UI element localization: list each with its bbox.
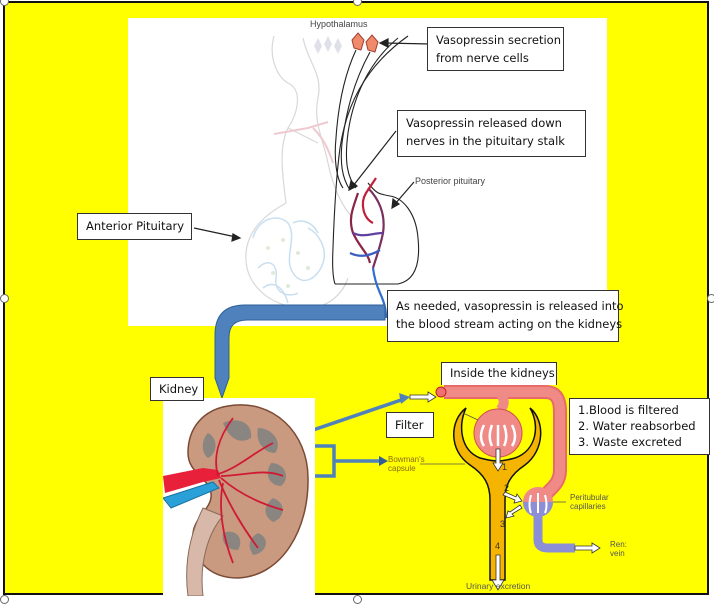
callout-filter: Filter bbox=[386, 412, 434, 438]
bent-arrow-to-kidney bbox=[214, 304, 386, 400]
callout-steps: 1.Blood is filtered 2. Water reabsorbed … bbox=[569, 398, 710, 455]
afferent-arteriole-end bbox=[435, 386, 447, 398]
resize-handle-left[interactable] bbox=[0, 294, 9, 303]
step-item: 3. Waste excreted bbox=[578, 435, 682, 449]
peritubular-label-line-1: Peritubular bbox=[570, 493, 609, 502]
callout-line: Vasopressin secretion bbox=[436, 33, 561, 47]
posterior-pituitary-label: Posterior pituitary bbox=[415, 176, 486, 186]
peritubular-label-line-2: capillaries bbox=[570, 502, 606, 511]
kidney-illustration bbox=[162, 404, 309, 597]
step-numbers: 1 2 3 4 bbox=[495, 462, 509, 551]
callout-anterior-pituitary: Anterior Pituitary bbox=[77, 213, 192, 240]
renal-vein bbox=[162, 481, 220, 509]
renal-vein-label-line-1: Ren: bbox=[610, 540, 627, 549]
step-number-3: 3 bbox=[500, 519, 505, 529]
callout-line: the blood stream acting on the kidneys bbox=[396, 317, 623, 331]
resize-handle-top-left[interactable] bbox=[0, 0, 9, 6]
callout-vasopressin-released: Vasopressin released down nerves in the … bbox=[397, 110, 586, 157]
flow-arrows bbox=[409, 391, 601, 591]
pituitary-stalk-nerves bbox=[332, 35, 420, 285]
peritubular-loops bbox=[528, 493, 548, 514]
bowmans-label-line-2: capsule bbox=[388, 464, 416, 473]
bowmans-label-line-1: Bowman's bbox=[388, 455, 425, 464]
kidney-image-panel bbox=[162, 398, 315, 597]
callout-inside-kidneys: Inside the kidneys bbox=[441, 362, 557, 385]
urinary-excretion-label: Urinary excretion bbox=[466, 581, 531, 591]
pituitary-illustration: Hypothalamus bbox=[193, 19, 486, 319]
anterior-capillaries bbox=[252, 217, 325, 304]
bowmans-capsule-label: Bowman's capsule bbox=[388, 455, 425, 473]
step-number-4: 4 bbox=[495, 541, 500, 551]
hypothalamus-neurons bbox=[351, 32, 379, 53]
faded-neurons bbox=[314, 36, 342, 54]
step-item: 1.Blood is filtered bbox=[578, 403, 679, 417]
peritubular-capillaries-label: Peritubular capillaries bbox=[570, 493, 609, 511]
anterior-cells bbox=[266, 238, 310, 288]
connector-arrowhead-bowman bbox=[379, 456, 388, 466]
renal-artery bbox=[163, 468, 221, 493]
callout-line: As needed, vasopressin is released into bbox=[396, 299, 624, 313]
renal-vein-label-line-2: vein bbox=[610, 549, 625, 558]
kidney-pyramids bbox=[202, 420, 286, 555]
step-item: 2. Water reabsorbed bbox=[578, 419, 696, 433]
pituitary-pointer-arrows bbox=[193, 38, 431, 242]
callout-vasopressin-secretion: Vasopressin secretion from nerve cells bbox=[427, 27, 564, 71]
callout-blood-stream: As needed, vasopressin is released into … bbox=[387, 290, 624, 342]
leader-lines bbox=[420, 412, 566, 503]
efferent-arteriole-fill bbox=[444, 387, 565, 498]
resize-handle-top[interactable] bbox=[353, 0, 362, 6]
glomerulus-loops bbox=[479, 424, 517, 447]
renal-venule bbox=[533, 515, 575, 553]
callout-line: Vasopressin released down bbox=[406, 116, 562, 130]
callout-line: nerves in the pituitary stalk bbox=[406, 134, 565, 148]
hypothalamus-label: Hypothalamus bbox=[310, 19, 368, 29]
step-number-1: 1 bbox=[502, 462, 507, 472]
callout-line: from nerve cells bbox=[436, 51, 529, 65]
resize-handle-right[interactable] bbox=[707, 294, 714, 303]
renal-vein-label: Ren: vein bbox=[610, 540, 627, 558]
anterior-faded-vessels bbox=[273, 121, 334, 164]
kidney-vessels bbox=[215, 417, 284, 564]
callout-kidney: Kidney bbox=[150, 377, 204, 401]
bowmans-capsule-tubule bbox=[453, 407, 542, 581]
connector-arrowhead-top bbox=[399, 393, 410, 404]
step-number-2: 2 bbox=[504, 483, 509, 493]
